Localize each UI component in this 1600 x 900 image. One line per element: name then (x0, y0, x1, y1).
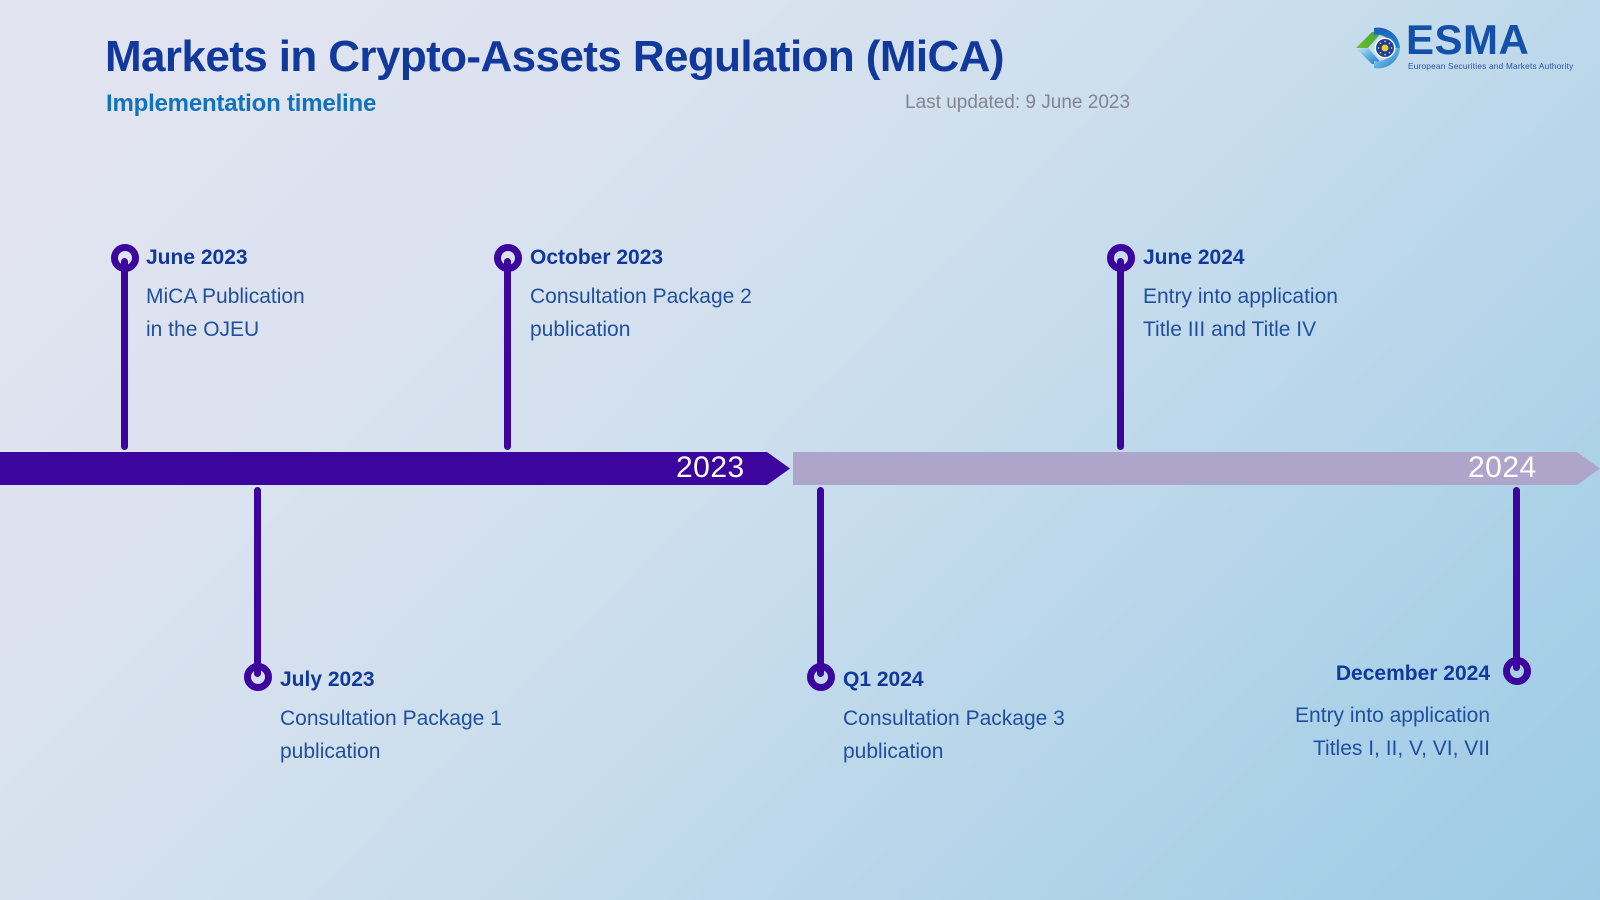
event-title-june-2024: June 2024 (1143, 246, 1245, 269)
marker-stem (121, 258, 128, 450)
marker-dot[interactable] (493, 244, 522, 272)
event-desc-line: Consultation Package 1 (280, 707, 502, 730)
marker-stem (1117, 258, 1124, 450)
marker-dot[interactable] (243, 663, 272, 691)
marker-stem (504, 258, 511, 450)
esma-wordmark: ESMA (1406, 16, 1530, 63)
last-updated-text: Last updated: 9 June 2023 (905, 92, 1131, 113)
event-desc-june-2023: MiCA Publication in the OJEU (146, 280, 305, 346)
marker-stem (1513, 487, 1520, 671)
event-desc-line: in the OJEU (146, 318, 260, 341)
event-desc-line: Consultation Package 3 (843, 707, 1065, 730)
event-desc-line: publication (530, 318, 631, 341)
event-desc-line: Title III and Title IV (1143, 318, 1317, 341)
event-title-june-2023: June 2023 (146, 246, 248, 269)
event-desc-q1-2024: Consultation Package 3 publication (843, 702, 1065, 768)
esma-tagline: European Securities and Markets Authorit… (1408, 62, 1574, 71)
timeline-segment-2023 (0, 452, 790, 485)
event-desc-line: Titles I, II, V, VI, VII (1312, 737, 1490, 760)
marker-dot[interactable] (110, 244, 139, 272)
esma-logo: ESMA European Securities and Markets Aut… (1352, 16, 1573, 80)
event-title-july-2023: July 2023 (280, 668, 375, 691)
marker-stem (817, 487, 824, 677)
event-desc-line: publication (843, 740, 944, 763)
page-title: Markets in Crypto-Assets Regulation (MiC… (105, 32, 1005, 81)
marker-dot[interactable] (1502, 657, 1531, 685)
esma-eye-c-icon (1352, 22, 1404, 74)
timeline-segment-2024 (793, 452, 1600, 485)
timeline-year-label-2024: 2024 (1468, 451, 1537, 484)
event-desc-line: Entry into application (1295, 704, 1490, 727)
marker-dot[interactable] (1106, 244, 1135, 272)
event-title-october-2023: October 2023 (530, 246, 664, 269)
event-desc-june-2024: Entry into application Title III and Tit… (1143, 280, 1338, 346)
event-desc-line: MiCA Publication (146, 285, 305, 308)
event-desc-line: Consultation Package 2 (530, 285, 752, 308)
event-title-q1-2024: Q1 2024 (843, 668, 924, 691)
event-desc-october-2023: Consultation Package 2 publication (530, 280, 752, 346)
event-title-december-2024: December 2024 (1335, 662, 1490, 685)
timeline-year-label-2023: 2023 (676, 451, 745, 484)
event-desc-december-2024: Entry into application Titles I, II, V, … (1000, 699, 1490, 765)
event-desc-line: Entry into application (1143, 285, 1338, 308)
event-desc-line: publication (280, 740, 381, 763)
event-desc-july-2023: Consultation Package 1 publication (280, 702, 502, 768)
page-subtitle: Implementation timeline (106, 90, 377, 117)
marker-stem (254, 487, 261, 677)
marker-dot[interactable] (806, 663, 835, 691)
